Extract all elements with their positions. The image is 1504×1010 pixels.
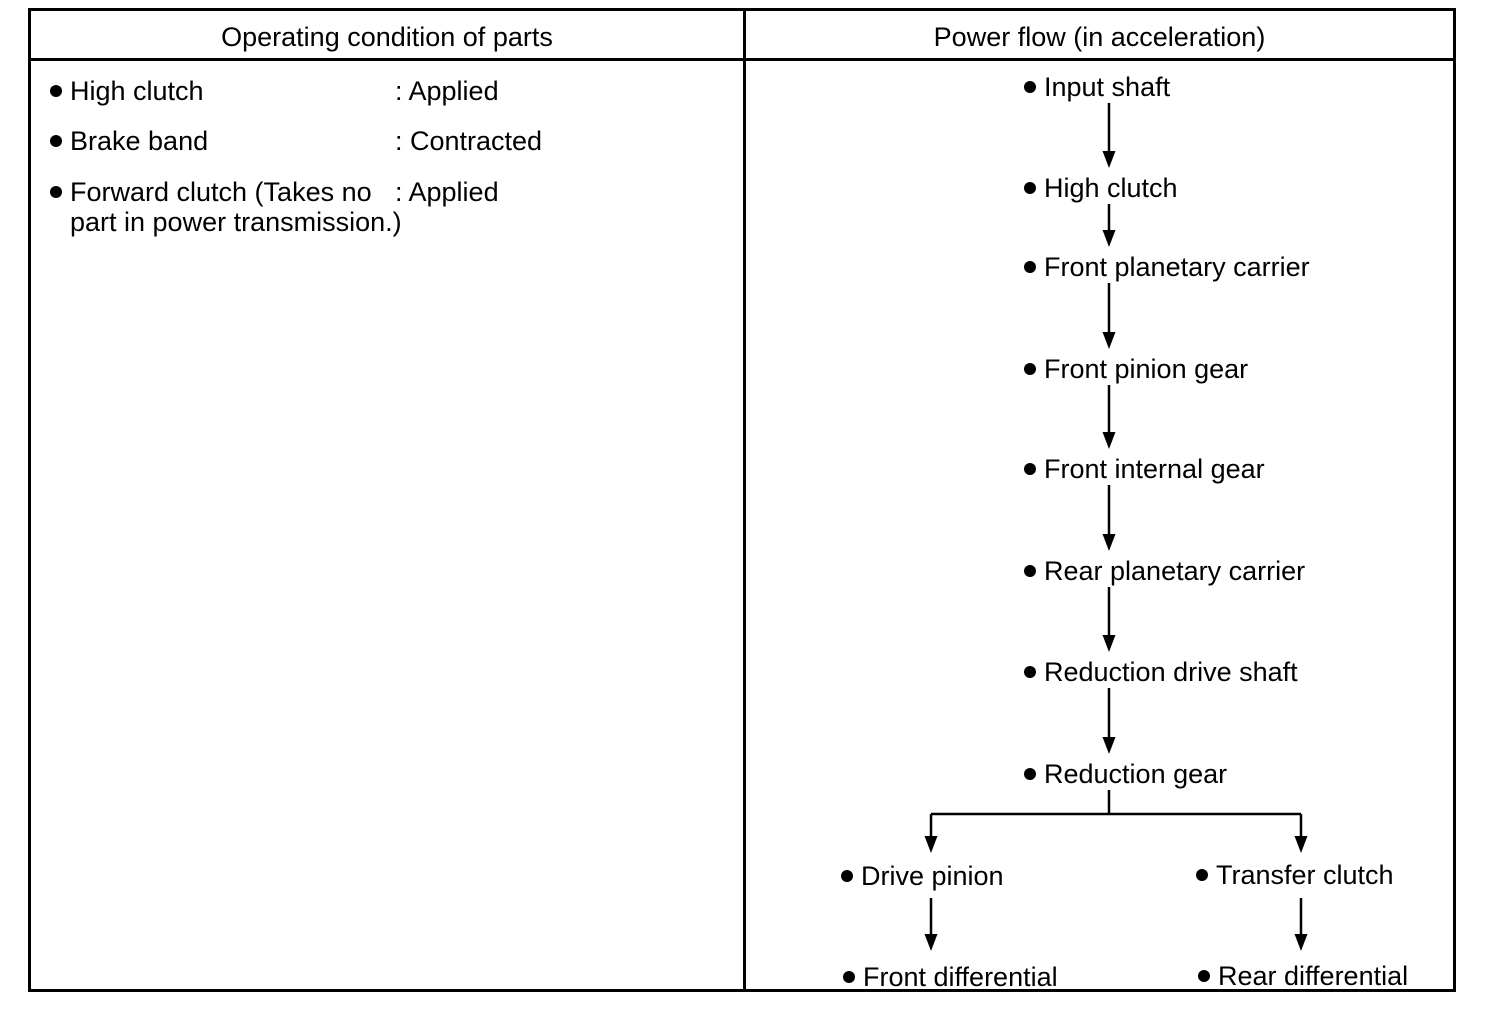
bullet-icon <box>1024 463 1036 475</box>
bullet-icon <box>1024 81 1036 93</box>
bullet-icon <box>1024 182 1036 194</box>
flow-node-label: Front pinion gear <box>1044 354 1249 384</box>
flow-node-label: Front planetary carrier <box>1044 252 1310 282</box>
bullet-icon <box>1024 363 1036 375</box>
condition-value: : Applied <box>395 76 499 106</box>
flow-node-rear-differential: Rear differential <box>1198 960 1408 992</box>
power-flow-table: Operating condition of parts Power flow … <box>28 8 1456 992</box>
flow-node-front-internal-gear: Front internal gear <box>1024 453 1265 485</box>
flow-node-front-pinion-gear: Front pinion gear <box>1024 353 1248 385</box>
condition-name: Brake band <box>70 126 209 156</box>
flow-node-label: Front internal gear <box>1044 454 1265 484</box>
bullet-icon <box>1024 565 1036 577</box>
condition-value: : Applied <box>395 177 499 207</box>
condition-name: High clutch <box>70 76 204 106</box>
right-column-header: Power flow (in acceleration) <box>933 22 1266 52</box>
condition-row: Forward clutch (Takes no part in power t… <box>50 177 422 237</box>
left-column-header: Operating condition of parts <box>221 22 553 52</box>
flow-arrows <box>924 103 1308 951</box>
flow-node-input-shaft: Input shaft <box>1024 71 1170 103</box>
flow-node-front-differential: Front differential <box>843 961 1058 993</box>
bullet-icon <box>841 870 853 882</box>
flow-node-label: Drive pinion <box>861 861 1004 891</box>
condition-row: Brake band <box>50 126 422 156</box>
flow-node-transfer-clutch: Transfer clutch <box>1196 859 1394 891</box>
flow-node-high-clutch: High clutch <box>1024 172 1178 204</box>
flow-node-reduction-gear: Reduction gear <box>1024 758 1227 790</box>
flow-node-front-planetary-carrier: Front planetary carrier <box>1024 251 1310 283</box>
flow-node-label: Front differential <box>863 962 1058 992</box>
column-divider <box>743 11 746 989</box>
flow-node-label: Input shaft <box>1044 72 1171 102</box>
flow-node-label: Reduction drive shaft <box>1044 657 1298 687</box>
condition-name: Forward clutch (Takes no part in power t… <box>70 177 402 237</box>
bullet-icon <box>1024 261 1036 273</box>
bullet-icon <box>1198 970 1210 982</box>
bullet-icon <box>50 85 62 97</box>
flow-node-rear-planetary-carrier: Rear planetary carrier <box>1024 555 1305 587</box>
flow-node-label: Rear differential <box>1218 961 1409 991</box>
condition-value: : Contracted <box>395 126 543 156</box>
bullet-icon <box>1024 666 1036 678</box>
bullet-icon <box>50 186 62 198</box>
header-divider <box>31 58 1453 61</box>
condition-row: High clutch <box>50 76 422 106</box>
flow-node-label: Reduction gear <box>1044 759 1228 789</box>
flow-node-reduction-drive-shaft: Reduction drive shaft <box>1024 656 1298 688</box>
flow-node-label: Transfer clutch <box>1216 860 1394 890</box>
bullet-icon <box>1024 768 1036 780</box>
bullet-icon <box>50 135 62 147</box>
flow-node-label: High clutch <box>1044 173 1178 203</box>
bullet-icon <box>1196 869 1208 881</box>
bullet-icon <box>843 971 855 983</box>
flow-node-label: Rear planetary carrier <box>1044 556 1306 586</box>
flow-node-drive-pinion: Drive pinion <box>841 860 1004 892</box>
